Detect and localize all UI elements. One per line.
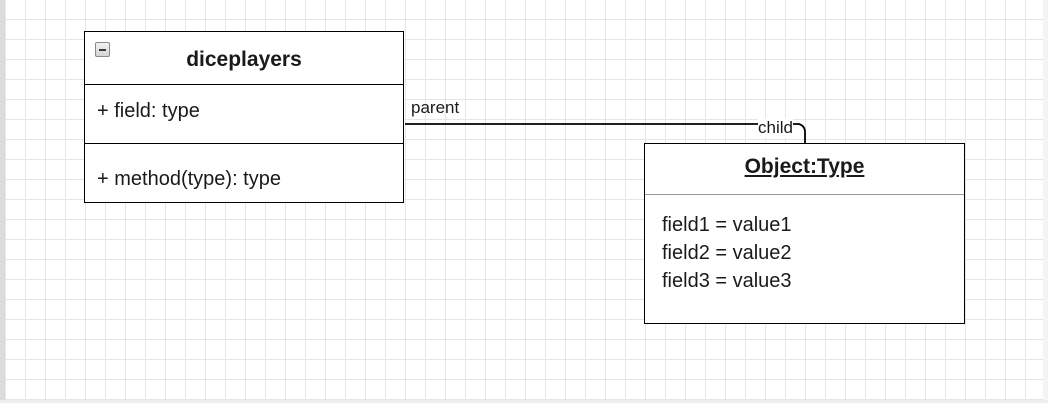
- canvas-bottom-edge: [0, 400, 1048, 403]
- class-attributes-section[interactable]: + field: type: [85, 85, 403, 144]
- edge-label-parent[interactable]: parent: [411, 98, 460, 117]
- minus-square-icon[interactable]: [95, 42, 110, 57]
- object-title: Object:Type: [744, 155, 865, 178]
- object-field: field3 = value3: [662, 270, 792, 292]
- object-fields[interactable]: field1 = value1 field2 = value2 field3 =…: [662, 211, 792, 295]
- class-methods-section[interactable]: + method(type): type: [85, 144, 403, 202]
- class-method[interactable]: + method(type): type: [97, 168, 281, 190]
- class-header[interactable]: diceplayers: [85, 32, 403, 85]
- class-box-diceplayers[interactable]: diceplayers + field: type + method(type)…: [84, 31, 404, 203]
- object-field: field2 = value2: [662, 242, 792, 264]
- canvas-left-edge: [0, 0, 5, 403]
- edge-label-child[interactable]: child: [758, 118, 793, 138]
- class-attribute[interactable]: + field: type: [97, 100, 200, 122]
- class-title: diceplayers: [186, 48, 302, 71]
- canvas-right-edge: [1043, 0, 1048, 403]
- object-header[interactable]: Object:Type: [645, 144, 964, 195]
- object-box[interactable]: Object:Type field1 = value1 field2 = val…: [644, 143, 965, 324]
- object-field: field1 = value1: [662, 214, 792, 236]
